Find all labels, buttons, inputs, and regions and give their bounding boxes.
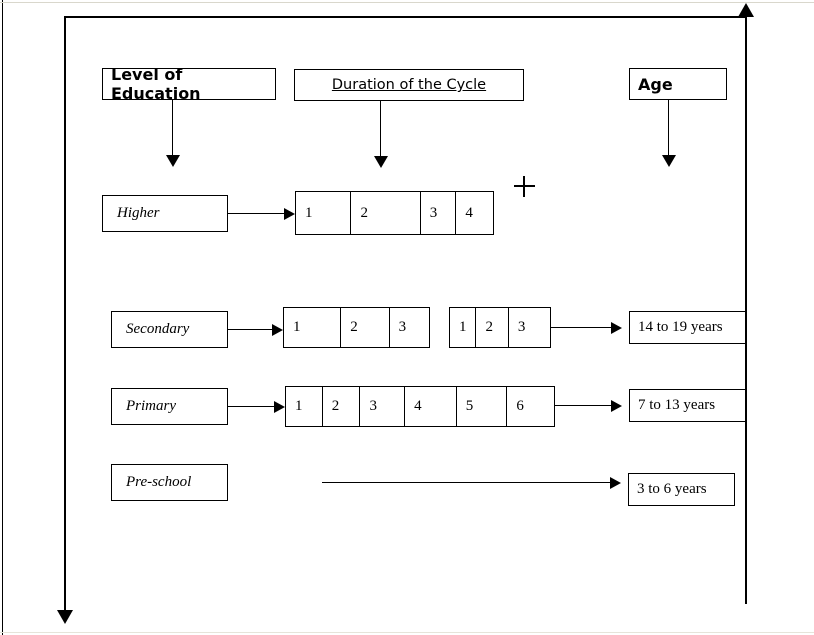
arrow-age-header-head-icon [662, 155, 676, 167]
level-box-secondary: Secondary [111, 311, 228, 348]
age-label-primary: 7 to 13 years [638, 397, 716, 413]
header-level-of-education: Level of Education [102, 65, 276, 103]
frame-arrow-up-icon [738, 3, 754, 17]
arrow-level-header-shaft [172, 100, 173, 160]
level-box-preschool: Pre-school [111, 464, 228, 501]
arrow-secondary-to-age-shaft [551, 327, 613, 328]
duration-cell-label: 1 [305, 204, 313, 221]
duration-cell: 2 [476, 308, 509, 347]
duration-cell-label: 5 [465, 398, 474, 414]
arrow-primary-to-age-head-icon [611, 400, 622, 412]
duration-cell-label: 1 [459, 319, 467, 335]
duration-cell: 1 [286, 387, 323, 426]
header-level-of-education-label: Level of Education [111, 65, 201, 103]
arrow-primary-head-icon [274, 401, 285, 413]
duration-cell-label: 3 [517, 319, 526, 335]
age-label-secondary: 14 to 19 years [638, 319, 723, 335]
level-label-primary: Primary [126, 398, 176, 414]
duration-cell-label: 6 [516, 398, 524, 414]
duration-cell: 3 [509, 308, 550, 347]
duration-cell-label: 3 [429, 204, 438, 221]
duration-cell: 1 [296, 192, 352, 234]
age-box-primary: 7 to 13 years [629, 389, 746, 422]
duration-cell: 4 [405, 387, 457, 426]
duration-cell-label: 4 [465, 204, 473, 221]
level-label-preschool: Pre-school [126, 474, 192, 490]
duration-cell: 6 [507, 387, 554, 426]
frame-arrow-down-icon [57, 610, 73, 624]
arrow-secondary-shaft [228, 329, 274, 330]
arrow-primary-to-age-shaft [555, 405, 613, 406]
level-label-secondary: Secondary [126, 321, 190, 337]
arrow-level-header-head-icon [166, 155, 180, 167]
arrow-age-header-shaft [668, 100, 669, 160]
arrow-preschool-to-age-shaft [322, 482, 612, 483]
duration-cell: 3 [390, 308, 429, 347]
header-age: Age [629, 68, 727, 100]
duration-cell-label: 2 [350, 319, 358, 335]
duration-cells-primary: 1 2 3 4 5 6 [285, 386, 555, 427]
age-label-preschool: 3 to 6 years [637, 481, 707, 497]
duration-cell: 2 [323, 387, 361, 426]
arrow-secondary-to-age-head-icon [611, 322, 622, 334]
header-duration-of-the-cycle-label: Duration of the Cycle [331, 77, 487, 93]
frame-left-line [64, 16, 66, 617]
arrow-preschool-to-age-head-icon [610, 477, 621, 489]
duration-cell: 1 [284, 308, 342, 347]
duration-cell-label: 1 [295, 398, 303, 414]
page-edge-bottom [0, 632, 814, 633]
arrow-secondary-head-icon [272, 324, 283, 336]
duration-cell-label: 2 [485, 319, 493, 335]
duration-cell: 1 [450, 308, 477, 347]
duration-cell: 3 [360, 387, 406, 426]
duration-cell: 4 [456, 192, 493, 234]
duration-cell-label: 1 [293, 319, 301, 335]
arrow-primary-shaft [228, 406, 276, 407]
duration-cells-secondary-group-2: 1 2 3 [449, 307, 551, 348]
duration-cell: 5 [457, 387, 508, 426]
duration-cell-label: 4 [414, 398, 422, 414]
duration-cells-higher: 1 2 3 4 [295, 191, 494, 235]
duration-cell: 3 [421, 192, 457, 234]
header-duration-of-the-cycle: Duration of the Cycle [294, 69, 524, 101]
plus-mark-icon [523, 176, 525, 197]
arrow-higher-head-icon [284, 208, 295, 220]
age-box-secondary: 14 to 19 years [629, 311, 746, 344]
frame-right-line [745, 16, 747, 604]
duration-cell-label: 2 [360, 204, 368, 221]
level-label-higher: Higher [117, 205, 160, 221]
duration-cell-label: 2 [331, 398, 340, 414]
duration-cell-label: 3 [369, 398, 377, 414]
level-box-primary: Primary [111, 388, 228, 425]
duration-cell-label: 3 [398, 319, 407, 335]
age-box-preschool: 3 to 6 years [628, 473, 735, 506]
level-box-higher: Higher [102, 195, 228, 232]
page-edge-left [2, 0, 3, 635]
header-age-label: Age [638, 74, 673, 94]
frame-top-line [64, 16, 747, 18]
arrow-duration-header-shaft [380, 101, 381, 161]
page-edge-top [0, 2, 814, 3]
duration-cell: 2 [341, 308, 390, 347]
duration-cells-secondary-group-1: 1 2 3 [283, 307, 430, 348]
arrow-duration-header-head-icon [374, 156, 388, 168]
duration-cell: 2 [351, 192, 421, 234]
arrow-higher-shaft [228, 213, 286, 214]
